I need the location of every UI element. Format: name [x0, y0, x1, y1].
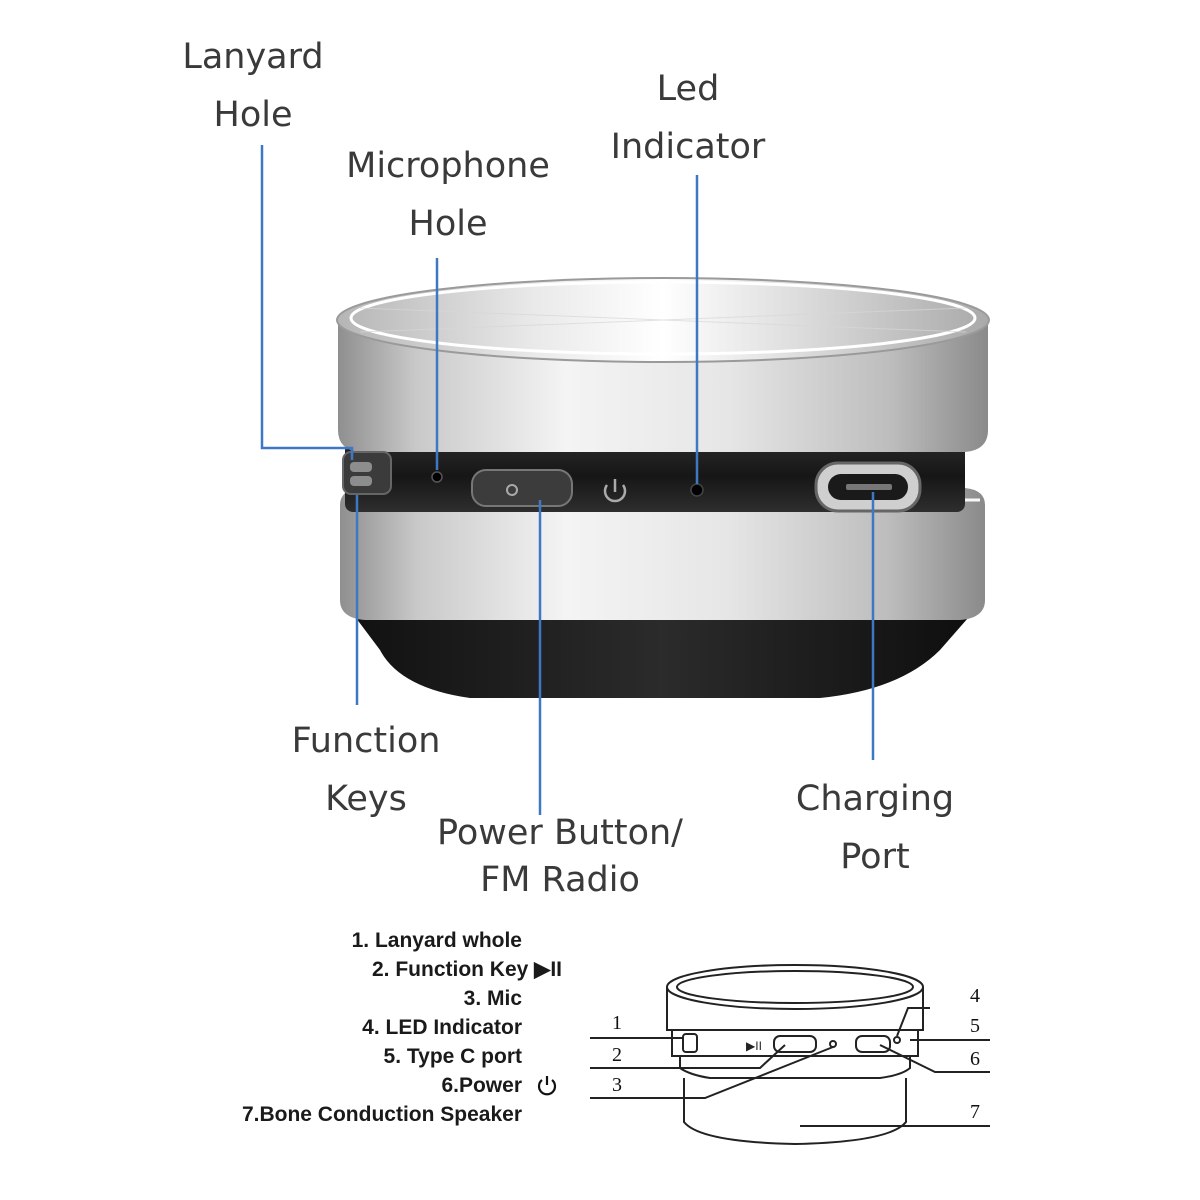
power-button-label-line2: FM Radio — [480, 860, 640, 900]
power-button-key — [471, 469, 573, 507]
microphone-hole-label-line2: Hole — [408, 204, 488, 244]
led-indicator-dot — [690, 483, 704, 497]
charging-port-label-line2: Port — [840, 837, 910, 877]
line-diagram — [590, 964, 990, 1146]
legend-item-1: 1. Lanyard whole — [351, 929, 522, 952]
diagram-number-2: 2 — [612, 1044, 622, 1066]
diagram-number-5: 5 — [970, 1015, 980, 1037]
legend-item-5: 5. Type C port — [383, 1045, 522, 1068]
lanyard-hole-label-line1: Lanyard — [182, 37, 324, 77]
function-keys-label-line1: Function — [291, 721, 441, 761]
function-keys-label-line2: Keys — [325, 779, 407, 819]
speaker-base — [350, 610, 975, 698]
diagram-number-1: 1 — [612, 1012, 622, 1034]
microphone-hole-label-line1: Microphone — [346, 146, 550, 186]
charging-port-label-line1: Charging — [795, 779, 955, 819]
legend-item-7: 7.Bone Conduction Speaker — [241, 1103, 522, 1126]
led-indicator-label: Led Indicator — [600, 60, 776, 176]
function-keys-label: Function Keys — [278, 712, 454, 828]
legend-list: 1. Lanyard whole 2. Function Key ▶II 3. … — [150, 926, 562, 1136]
microphone-hole-label: Microphone Hole — [330, 137, 566, 253]
lanyard-hole-slot — [342, 451, 392, 495]
legend-item-6: 6.Power — [441, 1074, 522, 1097]
microphone-hole — [431, 471, 443, 483]
power-button-label: Power Button/ FM Radio — [410, 810, 710, 904]
led-indicator-label-line2: Indicator — [610, 127, 766, 167]
led-indicator-label-line1: Led — [656, 69, 720, 109]
diagram-number-6: 6 — [970, 1048, 980, 1070]
power-button-label-line1: Power Button/ — [437, 813, 683, 853]
legend-item-4: 4. LED Indicator — [362, 1016, 522, 1039]
lower-ring — [340, 488, 985, 620]
diagram-number-4: 4 — [970, 985, 980, 1007]
power-symbol-icon — [603, 479, 627, 503]
leader-lines — [260, 145, 875, 815]
lanyard-hole-label-line2: Hole — [213, 95, 293, 135]
diagram-number-3: 3 — [612, 1074, 622, 1096]
legend-item-3: 3. Mic — [463, 987, 522, 1010]
diagram-number-7: 7 — [970, 1101, 980, 1123]
play-pause-icon: ▶II — [746, 1039, 762, 1053]
legend-item-2: 2. Function Key ▶II — [371, 958, 562, 981]
charging-port-label: Charging Port — [785, 770, 965, 886]
lanyard-hole-label: Lanyard Hole — [168, 28, 338, 144]
power-icon — [537, 1076, 557, 1096]
